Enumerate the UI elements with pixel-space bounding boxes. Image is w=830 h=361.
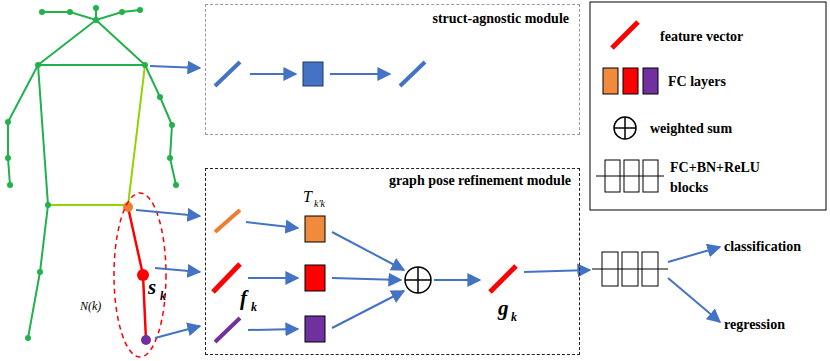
- graph-module-contents: [332, 232, 404, 270]
- math-subscript: k: [160, 290, 166, 302]
- struct-agnostic-contents: [400, 62, 425, 86]
- skeleton: [28, 205, 48, 338]
- skeleton-joint: [142, 62, 148, 68]
- legend-text: FC+BN+ReLU blocks: [670, 158, 788, 199]
- legend: [624, 117, 626, 139]
- skeleton-joint: [169, 122, 175, 128]
- skeleton: [8, 65, 38, 185]
- legend: [612, 22, 638, 48]
- math-symbol: T: [303, 189, 312, 205]
- legend: [596, 160, 664, 192]
- skeleton: [96, 20, 145, 65]
- struct-agnostic-contents: [250, 73, 390, 75]
- skeleton: [48, 204, 128, 206]
- arrow: [155, 268, 200, 272]
- skeleton-joint: [35, 62, 41, 68]
- legend: [614, 117, 636, 139]
- arrow: [150, 66, 200, 68]
- arrow: [668, 247, 720, 262]
- skeleton-joint: [67, 9, 73, 15]
- skeleton-joint: [137, 7, 143, 13]
- graph-module-contents: [213, 210, 590, 342]
- graph-module-contents: [405, 267, 431, 293]
- arrow: [136, 66, 200, 338]
- skeleton-joint: [45, 202, 51, 208]
- math-symbol: f: [240, 288, 247, 309]
- skeleton-joint: [157, 94, 163, 100]
- math-symbol: N(k): [80, 300, 101, 312]
- legend-text: FC layers: [668, 72, 808, 92]
- struct-agnostic-contents: [250, 73, 296, 75]
- legend: [590, 2, 826, 210]
- struct-agnostic-contents: [303, 62, 323, 86]
- skeleton-joint: [167, 155, 173, 161]
- math-subscript: k: [251, 301, 257, 313]
- skeleton-joint: [5, 5, 179, 341]
- graph-module-contents: [213, 264, 240, 292]
- skeleton-joint: [37, 269, 43, 275]
- arrow: [668, 247, 720, 322]
- legend: [643, 68, 658, 94]
- struct-agnostic-contents: [215, 62, 240, 86]
- legend: [603, 68, 618, 94]
- graph-module-contents: [248, 277, 298, 279]
- graph-module-contents: [490, 266, 516, 292]
- legend: [590, 2, 826, 210]
- skeleton: [128, 65, 145, 205]
- legend: [596, 176, 664, 177]
- skeleton: [38, 64, 145, 66]
- graph-module-contents: [305, 216, 325, 242]
- skeleton: [42, 10, 140, 20]
- skeleton-joint: [119, 9, 125, 15]
- arrow: [668, 278, 720, 322]
- graph-module-contents: [248, 329, 298, 330]
- graph-module-contents: [305, 316, 325, 342]
- math-symbol: g: [498, 298, 509, 319]
- skeleton-joint: [25, 335, 31, 341]
- skeleton: [38, 65, 48, 205]
- graph-module-contents: [215, 210, 240, 232]
- skeleton-joint: [7, 182, 13, 188]
- legend: [623, 68, 638, 94]
- limb-highlight: [114, 193, 166, 357]
- arrow: [136, 210, 200, 216]
- module-box: graph pose refinement module: [205, 168, 580, 355]
- skeleton-joint: [93, 17, 99, 23]
- math-symbol: s: [148, 277, 156, 298]
- graph-module-contents: [434, 279, 480, 281]
- struct-agnostic-contents: [215, 62, 425, 86]
- skeleton-joint: [93, 5, 99, 11]
- graph-module-contents: [332, 278, 401, 280]
- arrow: [155, 326, 200, 338]
- skeleton-joint: [5, 155, 11, 161]
- legend-text: weighted sum: [650, 119, 810, 139]
- module-title: graph pose refinement module: [389, 173, 571, 189]
- graph-module-contents: [246, 222, 590, 330]
- output-label: classification: [724, 240, 801, 254]
- math-subscript: k: [511, 311, 517, 323]
- fc-bn-relu-block: [592, 252, 668, 286]
- module-title: struct-agnostic module: [433, 11, 570, 27]
- legend-text: feature vector: [660, 27, 810, 47]
- skeleton: [38, 20, 96, 65]
- skeleton: [145, 65, 176, 185]
- limb-highlight: [141, 335, 151, 345]
- graph-module-contents: [305, 265, 325, 291]
- skeleton-joint: [173, 182, 179, 188]
- struct-agnostic-contents: [330, 73, 390, 75]
- fc-bn-relu-block: [592, 269, 668, 270]
- output-label: regression: [724, 318, 785, 332]
- graph-module-contents: [215, 318, 240, 342]
- skeleton: [8, 8, 176, 338]
- skeleton-joint: [39, 9, 45, 15]
- graph-module-contents: [332, 291, 404, 328]
- math-subscript: k'k: [314, 199, 325, 209]
- graph-module-contents: [246, 222, 298, 228]
- limb-highlight: [137, 269, 149, 281]
- graph-module-contents: [417, 267, 419, 293]
- limb-highlight: [114, 193, 166, 357]
- graph-module-contents: [524, 270, 590, 272]
- skeleton-joint: [5, 119, 11, 125]
- module-box: struct-agnostic module: [205, 4, 580, 135]
